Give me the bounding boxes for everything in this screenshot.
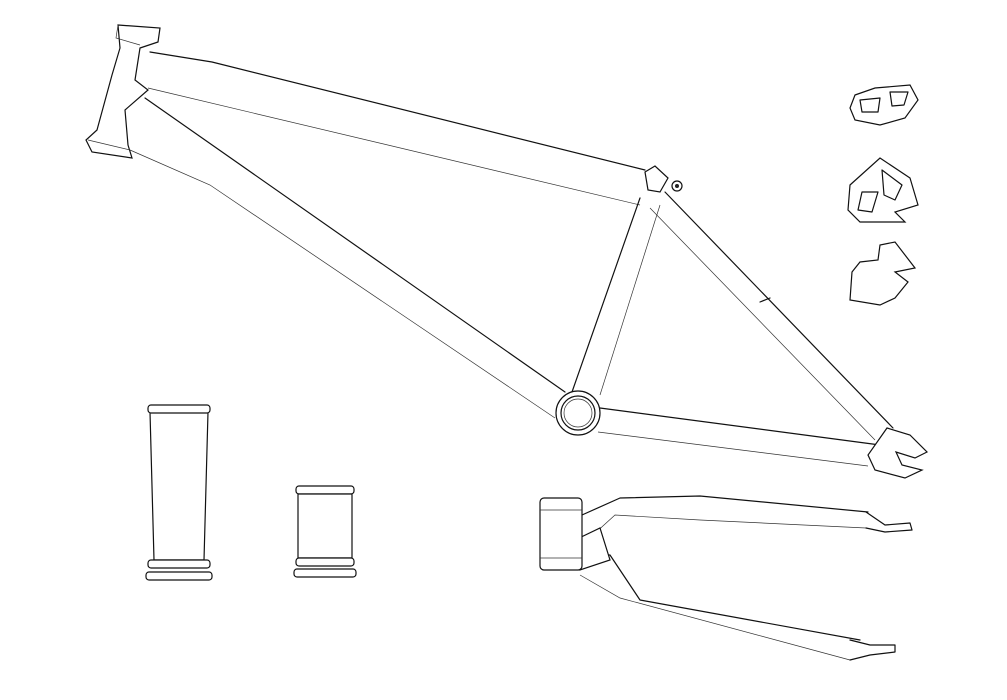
peg-long bbox=[145, 404, 213, 581]
bottom-bracket bbox=[555, 390, 601, 436]
fork bbox=[539, 495, 913, 661]
seat-stay bbox=[649, 191, 894, 441]
down-tube bbox=[129, 97, 566, 419]
top-tube bbox=[147, 51, 646, 206]
rear-dropout bbox=[867, 427, 929, 479]
peg-short bbox=[293, 485, 357, 578]
seat-tube bbox=[571, 197, 661, 396]
dropout-part-2 bbox=[847, 157, 919, 223]
chain-stay bbox=[597, 407, 881, 467]
head-tube bbox=[85, 24, 161, 159]
seat-clamp bbox=[644, 165, 683, 193]
frame bbox=[85, 24, 929, 479]
dropout-part-3 bbox=[849, 241, 917, 306]
dropout-part-1 bbox=[849, 84, 919, 126]
